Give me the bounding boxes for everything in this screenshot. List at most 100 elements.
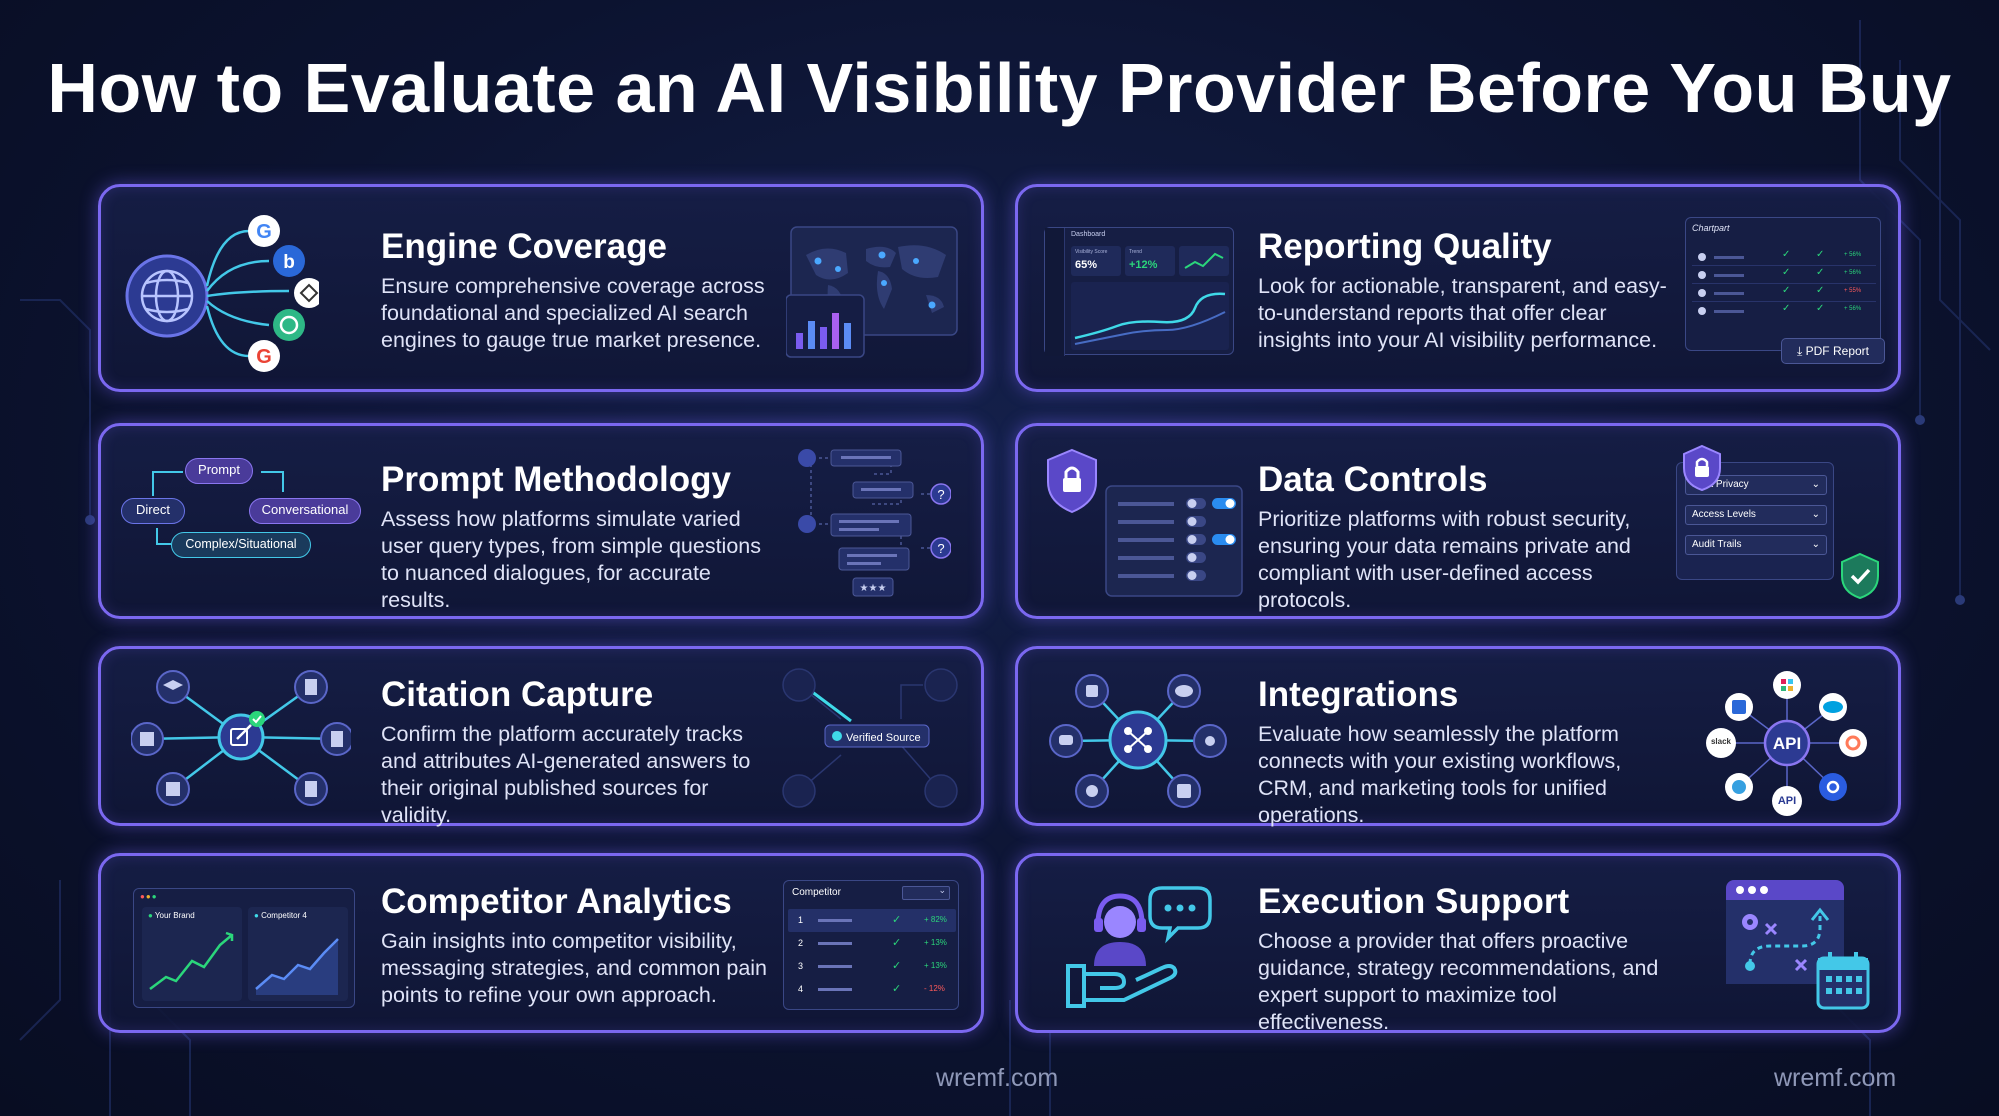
chatgpt-icon <box>273 309 305 341</box>
chevron-down-icon: ⌄ <box>1811 479 1820 490</box>
card-text: Look for actionable, transparent, and ea… <box>1258 274 1667 352</box>
question-icon <box>930 483 951 505</box>
competitor-row: 1✓+ 82% <box>788 909 956 932</box>
card-reporting-quality: Dashboard Visibility Score 65% Trend +12… <box>1015 184 1901 392</box>
card-execution-support: Execution Support Choose a provider that… <box>1015 853 1901 1034</box>
competitor-charts-illustration: ●●● ● Your Brand ● Competitor 4 <box>133 888 355 1008</box>
google-icon <box>248 215 280 247</box>
chevron-down-icon: ⌄ <box>1811 509 1820 520</box>
svg-text:?: ? <box>937 487 944 502</box>
globe-icon <box>798 449 816 467</box>
api-connections-illustration <box>1706 671 1867 816</box>
pdf-report-button[interactable]: ⤓ PDF Report <box>1781 338 1885 364</box>
chevron-down-icon: ⌄ <box>938 885 946 895</box>
dashboard-label: Dashboard <box>1071 231 1106 238</box>
card-title: Citation Capture <box>381 675 654 714</box>
data-privacy-select[interactable]: Data Privacy⌄ <box>1685 475 1827 495</box>
competitor-table-illustration: Competitor ⌄ 1✓+ 82% 2✓+ 13% 3✓+ 13% 4✓-… <box>783 880 959 1010</box>
card-prompt-methodology: Prompt Direct Conversational Complex/Sit… <box>98 423 984 619</box>
question-icon <box>930 537 951 559</box>
api-hub-icon <box>1763 719 1811 767</box>
report-table-illustration: Chartpart ✓✓+ 56% ✓✓+ 56% ✓✓+ 55% ✓✓+ 56… <box>1685 217 1881 351</box>
card-text: Confirm the platform accurately tracks a… <box>381 722 751 827</box>
bing-icon <box>273 245 305 277</box>
access-levels-select[interactable]: Access Levels⌄ <box>1685 505 1827 525</box>
security-settings-illustration <box>1047 448 1243 597</box>
card-text: Prioritize platforms with robust securit… <box>1258 507 1631 612</box>
competitor-select[interactable]: ⌄ <box>902 885 950 900</box>
card-data-controls: Data Controls Prioritize platforms with … <box>1015 423 1901 619</box>
verified-source-badge: Verified Source <box>846 732 921 744</box>
verified-icon <box>832 731 842 741</box>
card-text: Gain insights into competitor visibility… <box>381 929 768 1007</box>
card-title: Execution Support <box>1258 882 1570 921</box>
strategy-plan-illustration <box>1726 880 1870 1010</box>
svg-text:?: ? <box>937 541 944 556</box>
slack-grid-icon <box>1773 671 1801 699</box>
footer-watermark-center: wremf.com <box>936 1064 1059 1092</box>
card-text: Evaluate how seamlessly the platform con… <box>1258 722 1622 827</box>
competitor-table-header: Competitor <box>792 887 841 898</box>
google-icon <box>248 340 280 372</box>
support-agent-illustration <box>1066 886 1212 1008</box>
visibility-score-label: Visibility Score <box>1075 249 1108 255</box>
gear-icon <box>1819 773 1847 801</box>
visibility-score-value: 65% <box>1075 259 1098 271</box>
shield-check-icon <box>1841 552 1879 600</box>
world-map-chart-illustration <box>786 226 958 358</box>
chat-bubble-icon <box>1148 886 1212 944</box>
card-integrations: Integrations Evaluate how seamlessly the… <box>1015 646 1901 827</box>
card-text: Assess how platforms simulate varied use… <box>381 507 761 612</box>
slack-label: slack <box>1710 737 1732 746</box>
api-small-icon <box>1772 786 1802 816</box>
query-tree-illustration: ? ? ★★★ <box>798 449 951 597</box>
card-text: Choose a provider that offers proactive … <box>1258 929 1659 1034</box>
dashboard-illustration: Dashboard Visibility Score 65% Trend +12… <box>1044 227 1234 356</box>
globe-icon <box>140 269 194 323</box>
svg-text:★★★: ★★★ <box>860 583 887 594</box>
shield-lock-icon <box>1683 444 1721 492</box>
card-title: Integrations <box>1258 675 1459 714</box>
globe-icon <box>798 515 816 533</box>
your-brand-label: Your Brand <box>154 911 195 920</box>
verified-source-illustration <box>782 668 958 808</box>
check-badge-icon <box>249 711 265 727</box>
access-controls-illustration: Data Privacy⌄ Access Levels⌄ Audit Trail… <box>1676 462 1834 580</box>
shield-lock-icon <box>1047 448 1097 514</box>
conversational-pill: Conversational <box>249 498 361 524</box>
audit-trails-select[interactable]: Audit Trails⌄ <box>1685 535 1827 555</box>
card-citation-capture: Citation Capture Confirm the platform ac… <box>98 646 984 827</box>
citation-network-illustration <box>131 670 351 806</box>
download-icon: ⤓ <box>1797 344 1806 358</box>
api-small-label: API <box>1777 795 1797 807</box>
report-row-value: + 56% <box>1844 252 1862 258</box>
footer-watermark-right: wremf.com <box>1774 1064 1897 1092</box>
slack-icon <box>1706 728 1736 758</box>
report-title: Chartpart <box>1692 223 1730 233</box>
open-hand-icon <box>1066 964 1178 1008</box>
prompt-pill: Prompt <box>185 458 253 484</box>
competitor-row: 2✓+ 13% <box>798 937 947 949</box>
report-row-value: + 55% <box>1844 288 1862 294</box>
api-hub-label: API <box>1772 734 1802 753</box>
card-text: Ensure comprehensive coverage across fou… <box>381 274 765 352</box>
card-competitor-analytics: ●●● ● Your Brand ● Competitor 4 Competit… <box>98 853 984 1033</box>
svg-text:b: b <box>283 252 295 273</box>
integration-hub-illustration <box>1049 674 1227 808</box>
headset-person-icon <box>1094 893 1146 966</box>
gear-icon <box>1742 914 1758 930</box>
calendar-icon <box>1816 952 1870 1010</box>
competitor-row: 3✓+ 13% <box>798 960 947 972</box>
page-title: How to Evaluate an AI Visibility Provide… <box>47 49 1952 127</box>
complex-situational-pill: Complex/Situational <box>171 532 311 558</box>
prompt-flow-illustration: Prompt Direct Conversational Complex/Sit… <box>121 446 361 596</box>
trend-value: +12% <box>1129 259 1158 271</box>
report-row-value: + 56% <box>1844 306 1862 312</box>
perplexity-icon <box>294 278 319 308</box>
card-title: Reporting Quality <box>1258 227 1552 266</box>
card-engine-coverage: G b G Engine Coverage Ensure comprehensi… <box>98 184 984 392</box>
competitor-row: 4✓- 12% <box>798 983 945 995</box>
svg-text:G: G <box>256 221 272 243</box>
card-title: Prompt Methodology <box>381 460 731 499</box>
chevron-down-icon: ⌄ <box>1811 539 1820 550</box>
